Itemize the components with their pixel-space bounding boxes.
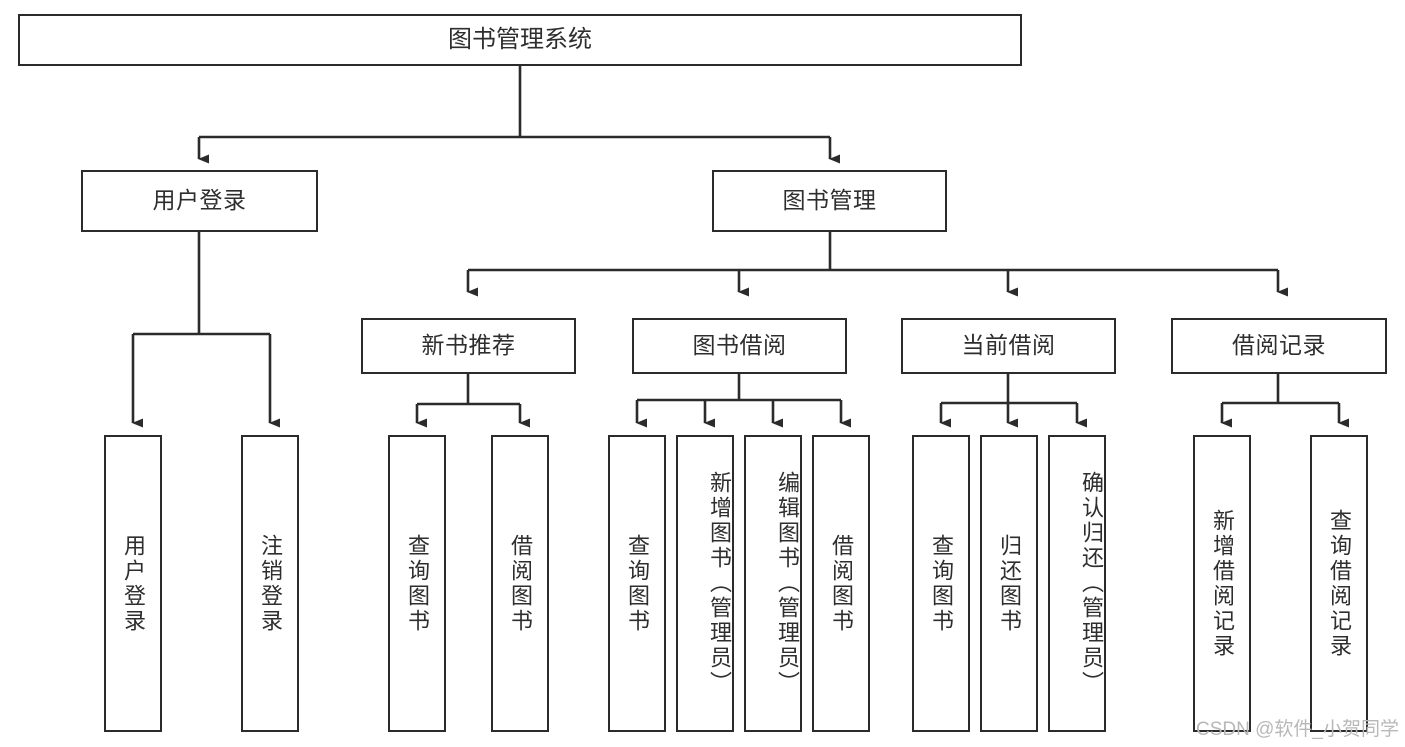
- node-current-borrow[interactable]: 当前借阅: [901, 318, 1116, 374]
- leaf-edit-book[interactable]: 编辑图书（管理员）: [744, 435, 802, 732]
- leaf-add-book[interactable]: 新增图书（管理员）: [676, 435, 734, 732]
- node-user-login[interactable]: 用户登录: [81, 170, 318, 232]
- leaf-query-borrow-record[interactable]: 查询借阅记录: [1310, 435, 1368, 732]
- edges-currentborrow-to-leaves: [939, 374, 1087, 428]
- edges-borrowrecord-to-leaves: [1220, 374, 1349, 428]
- node-book-management[interactable]: 图书管理: [712, 170, 947, 232]
- leaf-user-login[interactable]: 用户登录: [104, 435, 162, 732]
- node-borrow-record[interactable]: 借阅记录: [1171, 318, 1387, 374]
- leaf-add-book-label: 新增图书（管理员）: [707, 471, 732, 696]
- edges-root-to-level2: [197, 66, 840, 164]
- leaf-query-book-current[interactable]: 查询图书: [912, 435, 970, 732]
- leaf-logout-login[interactable]: 注销登录: [241, 435, 299, 732]
- leaf-edit-book-label: 编辑图书（管理员）: [775, 471, 800, 696]
- leaf-return-book[interactable]: 归还图书: [980, 435, 1038, 732]
- leaf-borrow-book-borrow[interactable]: 借阅图书: [812, 435, 870, 732]
- node-new-book-recommend[interactable]: 新书推荐: [361, 318, 576, 374]
- edges-newbook-to-leaves: [415, 374, 530, 428]
- leaf-query-book-borrow[interactable]: 查询图书: [608, 435, 666, 732]
- leaf-add-borrow-record[interactable]: 新增借阅记录: [1193, 435, 1251, 732]
- edges-bookborrow-to-leaves: [635, 374, 851, 428]
- node-root-system[interactable]: 图书管理系统: [18, 14, 1022, 66]
- leaf-borrow-book-recommend[interactable]: 借阅图书: [491, 435, 549, 732]
- edges-userlogin-to-leaves: [131, 232, 280, 428]
- edges-bookmgmt-to-level3: [466, 232, 1288, 297]
- leaf-confirm-return[interactable]: 确认归还（管理员）: [1048, 435, 1106, 732]
- leaf-query-book-recommend[interactable]: 查询图书: [388, 435, 446, 732]
- node-book-borrow[interactable]: 图书借阅: [632, 318, 847, 374]
- leaf-confirm-return-label: 确认归还（管理员）: [1079, 471, 1104, 696]
